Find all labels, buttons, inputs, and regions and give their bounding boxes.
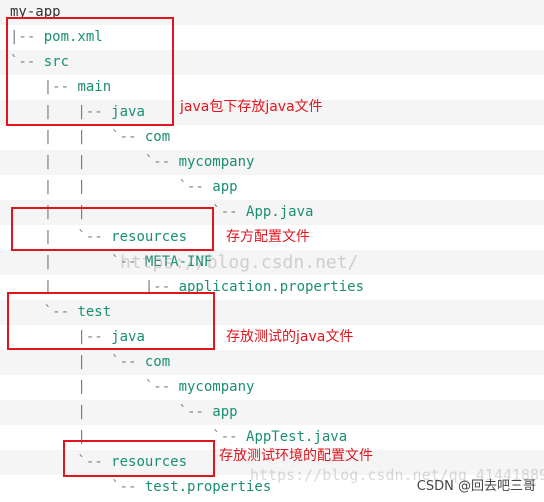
annotation-main-resources: 存方配置文件 xyxy=(226,229,310,245)
tree-prefix: | | `-- xyxy=(10,154,179,170)
tree-prefix: `-- xyxy=(10,479,145,495)
tree-prefix: | `-- xyxy=(10,354,145,370)
tree-row: `-- test xyxy=(0,300,544,325)
tree-row: | `-- resources xyxy=(0,225,544,250)
tree-prefix: | `-- xyxy=(10,404,213,420)
tree-prefix: | | `-- xyxy=(10,204,247,220)
tree-prefix: | | `-- xyxy=(10,129,145,145)
tree-node-name: java xyxy=(111,329,145,345)
annotation-main-java: java包下存放java文件 xyxy=(180,99,323,115)
highlight-box-main-resources xyxy=(11,207,214,251)
tree-prefix: |-- xyxy=(10,79,78,95)
tree-node-name: main xyxy=(77,79,112,95)
highlight-box-test-java xyxy=(7,292,215,350)
tree-node-name: my-app xyxy=(10,4,61,20)
tree-row: | `-- META-INF xyxy=(0,250,544,275)
tree-node-name: app xyxy=(212,404,238,420)
tree-row: | | `-- app xyxy=(0,175,544,200)
tree-prefix: | `-- xyxy=(10,429,247,445)
highlight-box-test-resources xyxy=(63,440,215,477)
tree-row: |-- java xyxy=(0,325,544,350)
tree-prefix: `-- xyxy=(10,454,112,470)
tree-row: `-- src xyxy=(0,50,544,75)
tree-row: `-- resources xyxy=(0,450,544,475)
tree-node-name: com xyxy=(144,129,171,145)
tree-node-name: application.properties xyxy=(178,279,365,295)
tree-node-name: App.java xyxy=(246,204,314,220)
tree-node-name: AppTest.java xyxy=(246,429,348,445)
tree-row: | |-- java xyxy=(0,100,544,125)
tree-row: | | `-- com xyxy=(0,125,544,150)
watermark-bottom: https://blog.csdn.net/qq_41441889 xyxy=(250,466,544,484)
tree-node-name: app xyxy=(212,179,238,195)
tree-prefix: | | `-- xyxy=(10,179,213,195)
tree-prefix: | `-- xyxy=(10,229,112,245)
credit-label: CSDN @回去吧三哥 xyxy=(416,479,536,494)
tree-row: `-- test.properties xyxy=(0,475,544,500)
highlight-box-pom-src-main-java xyxy=(6,17,174,126)
tree-row: | `-- com xyxy=(0,350,544,375)
tree-prefix: | |-- xyxy=(10,279,179,295)
tree-node-name: pom.xml xyxy=(43,29,103,45)
tree-row: | | `-- mycompany xyxy=(0,150,544,175)
tree-node-name: java xyxy=(111,104,145,120)
tree-row: |-- main xyxy=(0,75,544,100)
annotation-test-java: 存放测试的java文件 xyxy=(226,329,354,345)
tree-row: | `-- app xyxy=(0,400,544,425)
tree-node-name: com xyxy=(144,354,171,370)
tree-node-name: test xyxy=(77,304,112,320)
tree-node-name: resources xyxy=(111,454,188,470)
tree-prefix: |-- xyxy=(10,29,44,45)
tree-node-name: mycompany xyxy=(178,379,255,395)
tree-row: |-- pom.xml xyxy=(0,25,544,50)
tree-prefix: | `-- xyxy=(10,379,179,395)
tree-node-name: src xyxy=(43,54,70,70)
tree-row: my-app xyxy=(0,0,544,25)
tree-row: | | `-- App.java xyxy=(0,200,544,225)
tree-row: | `-- AppTest.java xyxy=(0,425,544,450)
tree-node-name: META-INF xyxy=(144,254,213,270)
tree-node-name: resources xyxy=(111,229,188,245)
tree-prefix: `-- xyxy=(10,304,78,320)
annotation-test-resources: 存放测试环境的配置文件 xyxy=(219,448,373,464)
tree-prefix: | |-- xyxy=(10,104,112,120)
tree-row: | |-- application.properties xyxy=(0,275,544,300)
tree-node-name: mycompany xyxy=(178,154,255,170)
watermark-center: https://blog.csdn.net/ xyxy=(120,252,359,273)
tree-row: | `-- mycompany xyxy=(0,375,544,400)
tree-prefix: | `-- xyxy=(10,254,145,270)
tree-prefix: `-- xyxy=(10,54,44,70)
tree-prefix: |-- xyxy=(10,329,112,345)
tree-node-name: test.properties xyxy=(144,479,272,495)
